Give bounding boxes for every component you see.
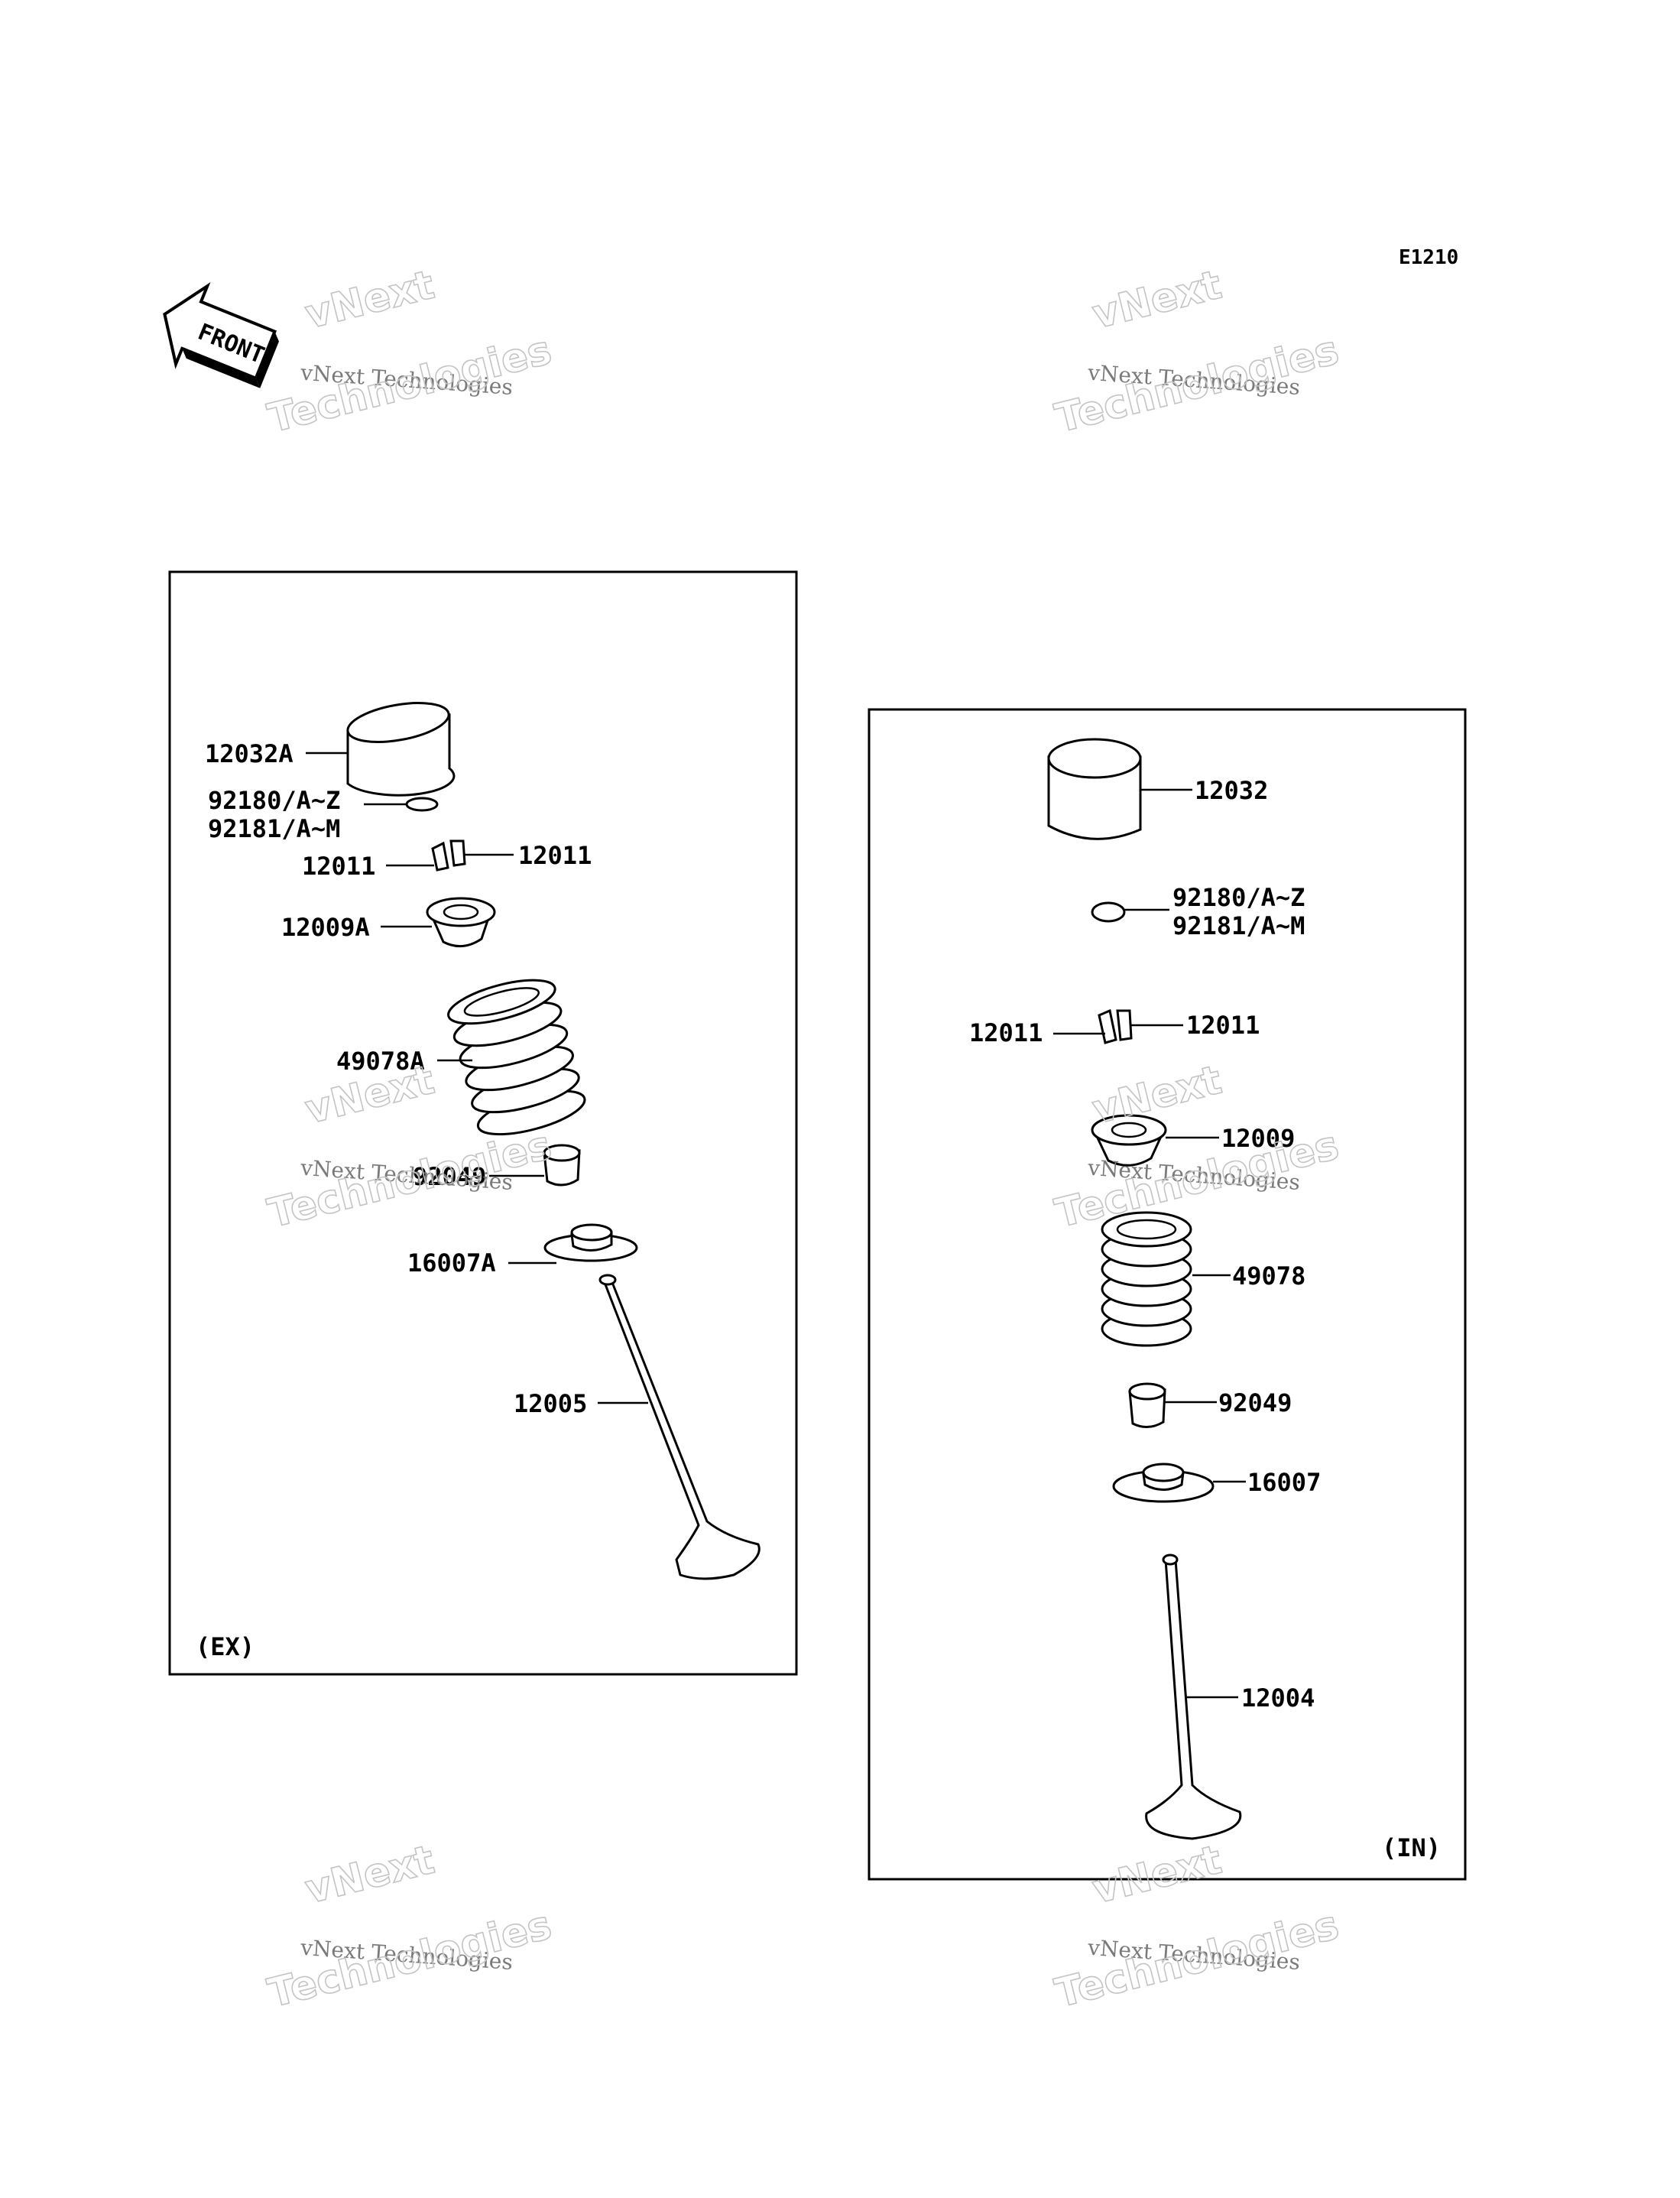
watermark: vNext vNext Technologies Technologies <box>1050 1836 1344 2018</box>
spring-seat <box>543 1223 638 1262</box>
intake-panel-title: (IN) <box>1382 1833 1441 1862</box>
svg-text:vNext: vNext <box>301 262 439 339</box>
valve-cotter <box>431 839 466 872</box>
valve-shim <box>1091 901 1126 923</box>
label-cotter-left: 12011 <box>969 1018 1043 1047</box>
label-seal: 92049 <box>1218 1388 1292 1417</box>
label-spring: 49078 <box>1232 1261 1305 1291</box>
label-spring: 49078A <box>336 1047 425 1076</box>
valve-shim <box>405 797 439 812</box>
spring-seat <box>1112 1463 1215 1503</box>
svg-text:vNext: vNext <box>1088 1837 1227 1914</box>
svg-text:vNext: vNext <box>301 1837 439 1914</box>
valve-spring <box>447 979 586 1136</box>
label-cotter-right: 12011 <box>518 841 592 870</box>
watermark: vNext vNext Technologies Technologies <box>263 1836 556 2018</box>
label-shim-b: 92181/A~M <box>208 814 340 843</box>
watermark: vNext vNext Technologies Technologies <box>1050 261 1344 443</box>
watermark: vNext vNext Technologies Technologies <box>263 261 556 443</box>
valve-cotter <box>1098 1008 1133 1044</box>
spring-retainer <box>426 897 496 948</box>
valve-spring <box>1101 1211 1192 1347</box>
intake-valve <box>1145 1554 1242 1840</box>
exhaust-panel: (EX) 12032A 92180/A~Z 92181/A~M 12011 12… <box>168 570 798 1676</box>
label-shim-b: 92181/A~M <box>1172 911 1305 940</box>
spring-retainer <box>1091 1114 1167 1167</box>
label-cotter-right: 12011 <box>1186 1011 1260 1040</box>
label-cotter-left: 12011 <box>302 852 375 881</box>
valve-stem-seal <box>543 1144 581 1187</box>
label-shim-a: 92180/A~Z <box>208 786 340 815</box>
label-spring-seat: 16007A <box>407 1248 496 1278</box>
label-retainer: 12009 <box>1221 1124 1295 1153</box>
label-lifter: 12032A <box>205 739 294 768</box>
watermark: vNext vNext Technologies Technologies <box>1050 1057 1344 1238</box>
front-arrow-icon: FRONT <box>163 282 279 388</box>
label-spring-seat: 16007 <box>1247 1468 1321 1497</box>
diagram-code: E1210 <box>1399 246 1458 269</box>
exhaust-panel-title: (EX) <box>196 1632 255 1661</box>
intake-panel-border <box>868 708 1467 1881</box>
valve-stem-seal <box>1128 1382 1166 1428</box>
label-valve: 12005 <box>514 1389 587 1418</box>
intake-panel: (IN) 12032 92180/A~Z 92181/A~M 12011 120… <box>868 708 1467 1881</box>
svg-text:vNext: vNext <box>1088 262 1227 339</box>
label-shim-a: 92180/A~Z <box>1172 883 1305 912</box>
label-valve: 12004 <box>1241 1683 1315 1713</box>
label-lifter: 12032 <box>1195 776 1268 805</box>
valve-lifter <box>346 702 456 797</box>
label-seal: 92049 <box>413 1162 486 1191</box>
exhaust-valve <box>598 1274 761 1580</box>
valve-lifter <box>1047 738 1142 840</box>
label-retainer: 12009A <box>281 913 370 942</box>
exhaust-panel-border <box>168 570 798 1676</box>
